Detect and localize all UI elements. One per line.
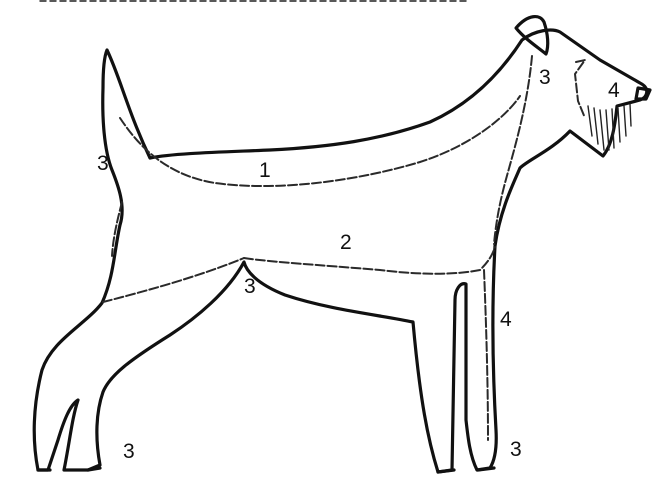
zone-hip-line	[103, 258, 244, 302]
zone-neck-line	[494, 56, 532, 244]
label-side: 2	[340, 231, 352, 254]
paw-marks	[38, 468, 494, 472]
label-elbow: 3	[244, 275, 256, 298]
zone-face-line	[575, 60, 585, 118]
label-hind-feet: 3	[123, 440, 135, 463]
zone-belly-line	[244, 247, 495, 274]
label-back: 1	[259, 159, 271, 182]
label-front-feet: 3	[510, 438, 522, 461]
label-tail: 3	[97, 152, 109, 175]
label-front-leg: 4	[500, 308, 512, 331]
label-head: 3	[539, 66, 551, 89]
label-face: 4	[608, 79, 620, 102]
zone-leg-line	[484, 270, 488, 440]
zone-back-line	[120, 96, 520, 186]
